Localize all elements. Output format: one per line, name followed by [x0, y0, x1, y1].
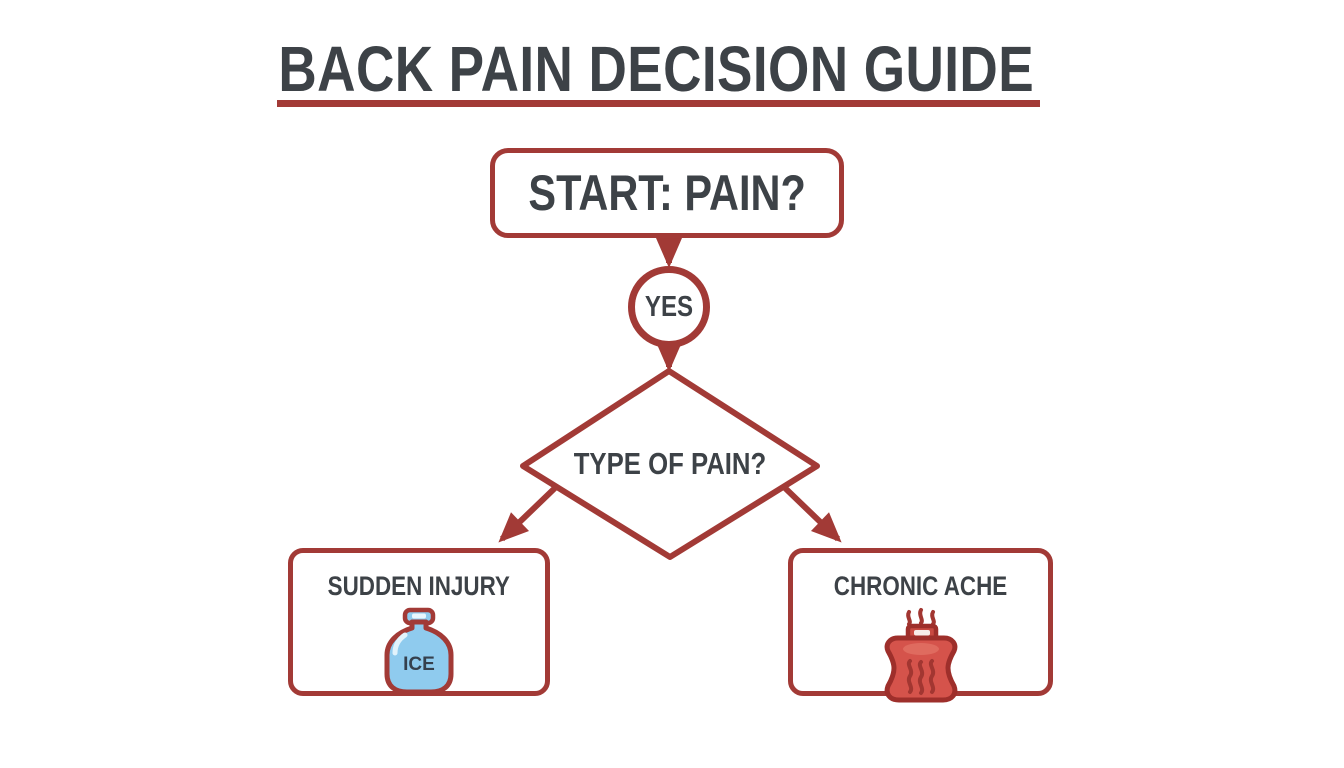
- heat-steam-middle: [917, 608, 924, 625]
- heat-wave-middle: [917, 660, 924, 695]
- title-underline: [277, 100, 1040, 107]
- heat-wave-right: [928, 659, 935, 694]
- ice-pack-cap-slot: [412, 613, 426, 619]
- ice-pack-highlight: [392, 632, 408, 656]
- sudden-injury-label-wrap: SUDDEN INJURY: [309, 569, 529, 603]
- arrow-decision-to-left: [498, 484, 559, 543]
- sudden-injury-label: SUDDEN INJURY: [327, 571, 511, 601]
- arrow-decision-to-right: [781, 484, 842, 543]
- heat-steam-left: [905, 610, 912, 626]
- decision-diamond: [520, 368, 820, 560]
- start-node-label: START: PAIN?: [528, 165, 806, 221]
- chronic-ache-label: CHRONIC ACHE: [833, 571, 1008, 601]
- heat-pack-cap-slot: [913, 630, 930, 636]
- heat-steam-right: [929, 610, 936, 626]
- sudden-injury-box: SUDDEN INJURY ICE: [288, 548, 550, 696]
- heat-pack-highlight: [902, 643, 939, 655]
- decision-node-label-wrap: TYPE OF PAIN?: [520, 448, 820, 480]
- decision-node-label: TYPE OF PAIN?: [573, 446, 767, 481]
- page-title-text: BACK PAIN DECISION GUIDE: [278, 33, 1034, 105]
- start-node: START: PAIN?: [490, 148, 844, 238]
- page-title: BACK PAIN DECISION GUIDE: [0, 29, 1312, 109]
- chronic-ache-label-wrap: CHRONIC ACHE: [816, 569, 1025, 603]
- ice-pack-label: ICE: [403, 654, 435, 675]
- chronic-ache-box: CHRONIC ACHE: [788, 548, 1053, 703]
- ice-pack-icon: ICE: [382, 607, 456, 695]
- heat-wave-left: [906, 659, 913, 694]
- yes-node: YES: [628, 266, 710, 348]
- heat-pack-icon: [882, 607, 960, 703]
- yes-node-label: YES: [644, 290, 694, 323]
